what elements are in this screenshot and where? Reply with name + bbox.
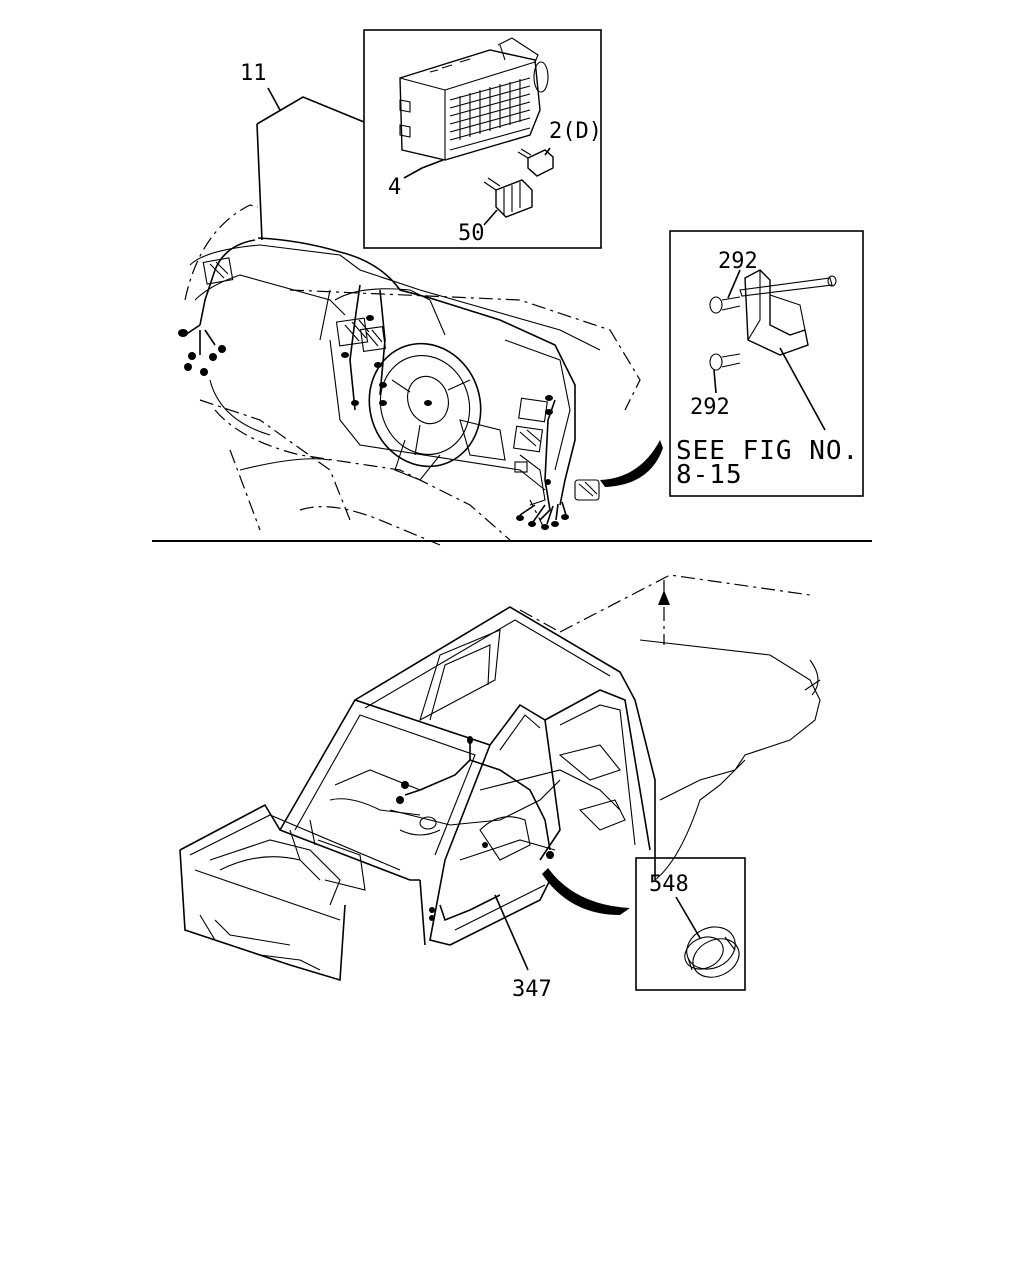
callout-11-leader [256,87,365,241]
arrow-to-bracket-inset [600,440,663,487]
grommet-inset [635,857,746,991]
callout-bolt-top: 292 [718,249,758,274]
bracket-inset [669,230,864,497]
callout-floor-harness: 347 [512,977,552,1002]
callout-grommet: 548 [649,872,689,897]
callout-fuse-box: 4 [388,175,401,200]
reference-note-line1: SEE FIG NO. [676,436,859,466]
vehicle-body-illustration [179,574,821,982]
callout-relay: 50 [458,221,485,246]
callout-fuse-d: 2(D) [549,119,602,144]
reference-note-line2: 8-15 [676,460,743,490]
instrument-panel-illustration [184,204,641,546]
arrow-to-grommet-inset [542,868,630,915]
fuse-box-inset [363,29,602,249]
callout-harness-main: 11 [240,61,267,86]
floor-harness-wires [396,736,554,971]
main-harness-wires [178,237,576,530]
callout-bolt-bottom: 292 [690,395,730,420]
